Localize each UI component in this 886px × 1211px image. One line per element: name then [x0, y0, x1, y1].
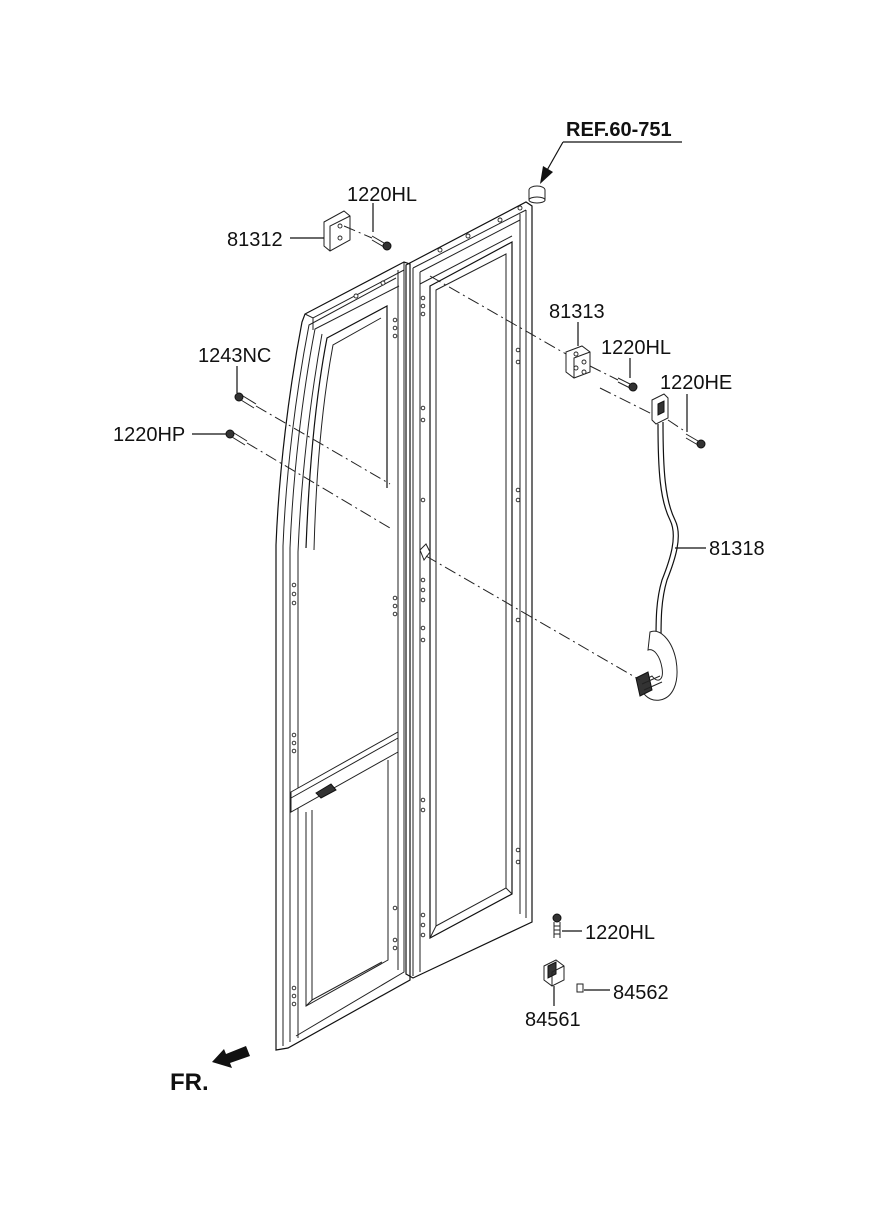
- top-pivot-pin: [528, 185, 546, 204]
- assembly-lines: [246, 275, 687, 681]
- label-1220hp: 1220HP: [113, 424, 185, 446]
- bracket-81312: [323, 210, 351, 252]
- label-1220hl-top: 1220HL: [347, 184, 417, 206]
- screw-1243nc: [234, 392, 257, 409]
- screw-1220hl-bottom: [552, 913, 562, 938]
- latch-rod-81318: [635, 393, 679, 701]
- label-front: FR.: [170, 1069, 209, 1096]
- label-ref: REF.60-751: [566, 119, 672, 141]
- label-1220he: 1220HE: [660, 372, 732, 394]
- label-84562: 84562: [613, 982, 669, 1004]
- label-81318: 81318: [709, 538, 765, 560]
- screw-1220hl-top: [371, 235, 392, 251]
- ref-leader: [540, 141, 682, 184]
- bracket-84561: [543, 959, 565, 987]
- front-arrow: [212, 1046, 250, 1068]
- label-1243nc: 1243NC: [198, 345, 271, 367]
- pad-84562: [576, 983, 584, 993]
- left-door-frame: [275, 261, 411, 1051]
- bracket-81313: [565, 345, 591, 379]
- screw-1220hp: [225, 429, 248, 446]
- label-1220hl-bottom: 1220HL: [585, 922, 655, 944]
- label-84561: 84561: [525, 1009, 581, 1031]
- right-door-frame: [405, 201, 533, 979]
- screw-1220he: [685, 433, 706, 449]
- screw-1220hl-mid: [617, 377, 638, 392]
- label-81313: 81313: [549, 301, 605, 323]
- label-81312: 81312: [227, 229, 283, 251]
- label-1220hl-mid: 1220HL: [601, 337, 671, 359]
